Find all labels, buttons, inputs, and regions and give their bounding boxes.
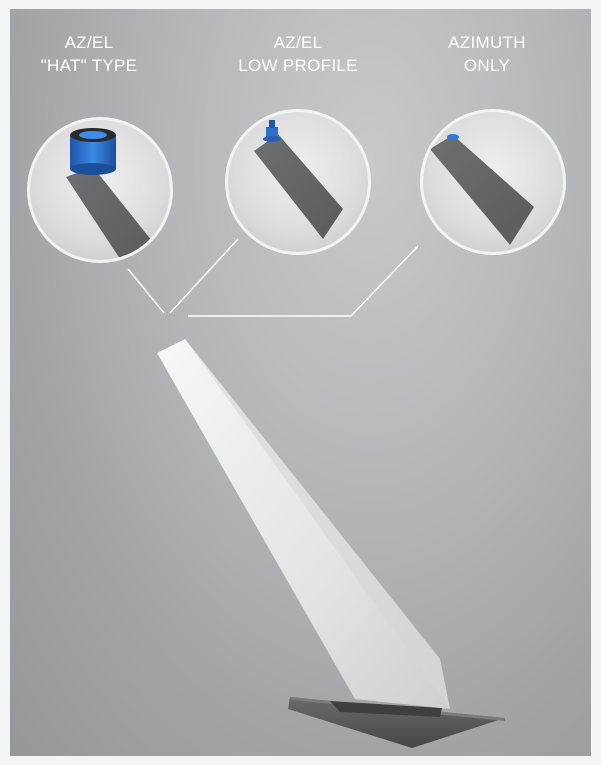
- option-circle-low-profile: [225, 109, 371, 255]
- illustration-panel: AZ/EL "HAT" TYPE AZ/EL LOW PROFILE AZIMU…: [10, 9, 591, 756]
- leader-line-hat: [128, 269, 164, 313]
- main-fin: [157, 339, 505, 748]
- azimuth-dome: [447, 134, 459, 140]
- option-circle-azimuth-only: [420, 109, 566, 255]
- fin-blade: [157, 339, 450, 709]
- option-circle-hat-type: [27, 117, 173, 271]
- leader-line-low-profile: [170, 239, 238, 313]
- base-plate: [288, 697, 505, 748]
- antenna-fin-illustration: [10, 9, 591, 756]
